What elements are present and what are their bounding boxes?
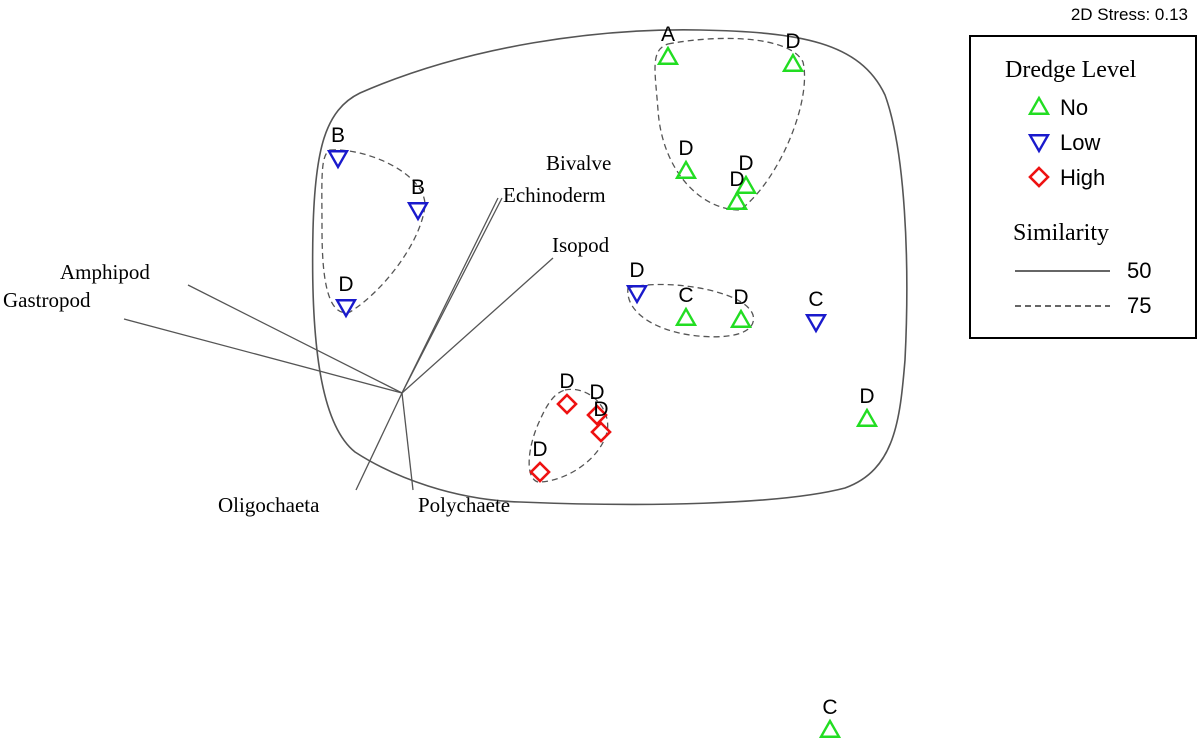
legend-title: Dredge Level: [1005, 57, 1137, 83]
point-marker-no: [734, 174, 758, 194]
point-2: D: [674, 137, 698, 179]
point-label: B: [331, 124, 345, 147]
point-label: D: [593, 398, 608, 421]
legend-box: [969, 35, 1197, 339]
vector-line-oligochaeta: [355, 392, 403, 491]
point-marker-low: [334, 299, 358, 319]
point-label: D: [738, 152, 753, 175]
point-16: D: [855, 385, 879, 427]
point-label: D: [729, 168, 744, 191]
vector-line-amphipod: [187, 284, 403, 394]
legend-label-low: Low: [1060, 130, 1100, 155]
point-label: A: [661, 23, 675, 46]
point-label: C: [808, 288, 823, 311]
point-marker-no: [674, 159, 698, 179]
legend-marker-low: [1027, 134, 1051, 154]
point-label: D: [532, 438, 547, 461]
vector-line-polychaete: [401, 392, 414, 491]
point-7: D: [334, 273, 358, 319]
point-marker-low: [406, 202, 430, 222]
point-label: D: [678, 137, 693, 160]
point-label: C: [678, 284, 693, 307]
vector-label-gastropod: Gastropod: [3, 288, 91, 312]
point-0: A: [656, 23, 680, 65]
vector-label-polychaete: Polychaete: [418, 493, 510, 517]
legend-label-50: 50: [1127, 258, 1151, 283]
point-marker-low: [326, 150, 350, 170]
point-13: D: [586, 381, 608, 426]
point-6: B: [406, 176, 430, 222]
point-3: D: [734, 152, 758, 194]
point-label: D: [785, 30, 800, 53]
point-marker-no: [855, 407, 879, 427]
point-marker-no: [729, 308, 753, 328]
point-label: D: [733, 286, 748, 309]
vector-label-bivalve: Bivalve: [546, 151, 611, 175]
point-marker-high: [556, 393, 578, 415]
point-12: D: [556, 370, 578, 415]
point-marker-low: [804, 314, 828, 334]
point-5: B: [326, 124, 350, 170]
point-marker-high: [529, 461, 551, 483]
point-4: D: [725, 168, 749, 210]
point-8: D: [625, 259, 649, 305]
similarity-50-contour: [311, 29, 908, 506]
vector-label-oligochaeta: Oligochaeta: [218, 493, 320, 517]
point-marker-high: [590, 421, 612, 443]
point-marker-no: [818, 718, 842, 738]
legend-similarity-title: Similarity: [1013, 220, 1109, 246]
point-10: D: [729, 286, 753, 328]
point-marker-high: [586, 404, 608, 426]
legend-markers: [1027, 95, 1051, 188]
point-marker-no: [781, 52, 805, 72]
point-17: C: [818, 696, 842, 738]
vector-line-echinoderm: [401, 197, 503, 394]
vector-line-gastropod: [123, 318, 403, 394]
vector-line-isopod: [401, 257, 554, 394]
point-1: D: [781, 30, 805, 72]
vector-label-isopod: Isopod: [552, 233, 610, 257]
point-14: D: [590, 398, 612, 443]
point-label: D: [338, 273, 353, 296]
point-label: D: [629, 259, 644, 282]
legend: Dredge Level No Low High Similarity 50 7…: [969, 35, 1197, 339]
point-label: D: [589, 381, 604, 404]
point-9: C: [674, 284, 698, 326]
point-label: D: [559, 370, 574, 393]
legend-marker-high: [1028, 166, 1050, 188]
similarity-75-contour-bottom: [528, 388, 609, 483]
legend-marker-no: [1027, 95, 1051, 115]
point-marker-low: [625, 285, 649, 305]
legend-label-no: No: [1060, 95, 1088, 120]
point-label: C: [822, 696, 837, 719]
stress-label: 2D Stress: 0.13: [1071, 5, 1188, 24]
point-15: D: [529, 438, 551, 483]
legend-label-75: 75: [1127, 293, 1151, 318]
point-label: D: [859, 385, 874, 408]
point-11: C: [804, 288, 828, 334]
similarity-75-contour-top: [654, 37, 806, 211]
point-marker-no: [674, 306, 698, 326]
point-label: B: [411, 176, 425, 199]
similarity-75-contour-left: [321, 149, 426, 314]
point-marker-no: [725, 190, 749, 210]
vector-label-echinoderm: Echinoderm: [503, 183, 606, 207]
vector-overlay: [123, 197, 554, 491]
point-marker-no: [656, 45, 680, 65]
vector-label-amphipod: Amphipod: [60, 260, 150, 284]
similarity-75-contour-mid: [627, 283, 755, 338]
legend-label-high: High: [1060, 165, 1105, 190]
